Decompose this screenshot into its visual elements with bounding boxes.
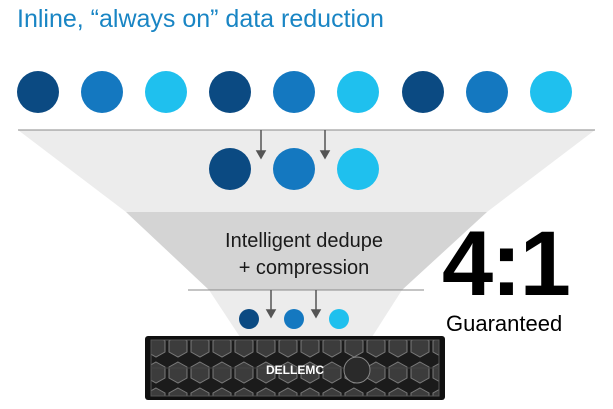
deduped-data-block-3 xyxy=(337,148,379,190)
input-data-block-4 xyxy=(209,71,251,113)
input-data-block-6 xyxy=(337,71,379,113)
input-data-block-9 xyxy=(530,71,572,113)
process-label-line2: + compression xyxy=(238,257,370,279)
deduped-data-block-2 xyxy=(273,148,315,190)
input-data-block-5 xyxy=(273,71,315,113)
storage-badge xyxy=(343,356,371,384)
arrow-bottom-left xyxy=(265,290,277,319)
arrow-top-right xyxy=(319,130,331,160)
deduped-data-block-1 xyxy=(209,148,251,190)
input-data-block-7 xyxy=(402,71,444,113)
funnel-output-stage xyxy=(209,290,402,337)
guarantee-label: Guaranteed xyxy=(446,311,563,336)
arrow-top-left xyxy=(255,130,267,160)
input-data-block-3 xyxy=(145,71,187,113)
brand-logo: DELLEMC xyxy=(266,363,324,377)
page-title: Inline, “always on” data reduction xyxy=(17,5,384,33)
input-data-block-8 xyxy=(466,71,508,113)
arrow-bottom-right xyxy=(310,290,322,319)
storage-array: DELLEMC xyxy=(145,336,445,400)
funnel-compression-stage xyxy=(126,212,487,290)
reduction-ratio: 4:1 xyxy=(442,213,571,315)
compressed-data-block-2 xyxy=(284,309,304,329)
compressed-data-block-3 xyxy=(329,309,349,329)
compressed-data-block-1 xyxy=(239,309,259,329)
process-label-line1: Intelligent dedupe xyxy=(225,230,383,252)
process-label: Intelligent dedupe + compression xyxy=(170,228,438,282)
input-data-block-2 xyxy=(81,71,123,113)
input-data-block-1 xyxy=(17,71,59,113)
